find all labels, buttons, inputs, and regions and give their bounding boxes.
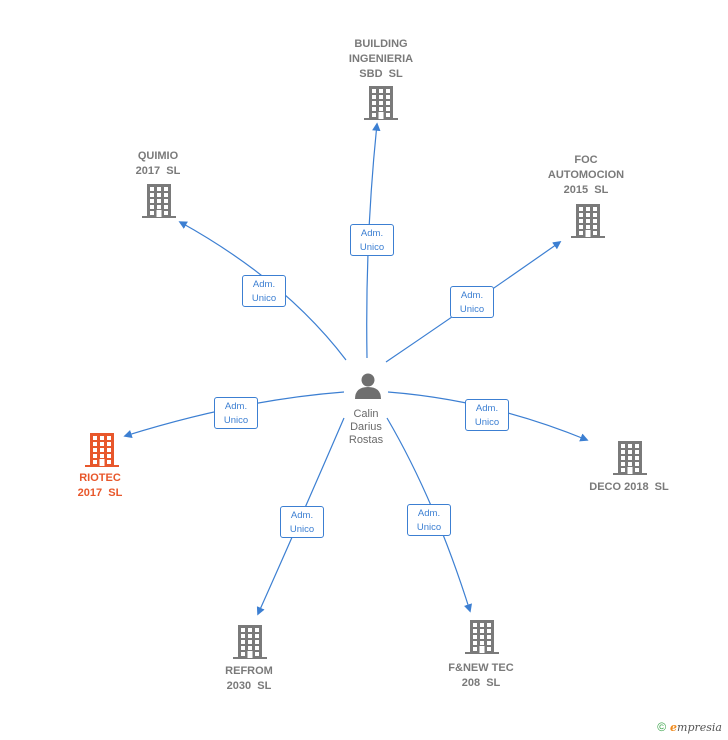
footer-brand: ©empresia [657,720,722,734]
relation-label: Adm. [460,290,484,301]
person-icon[interactable] [355,373,381,400]
company-label-quimio[interactable]: QUIMIO 2017 SL [136,149,181,179]
relation-badge-fnew[interactable]: Adm. Unico [407,504,451,536]
company-label-riotec[interactable]: RIOTEC 2017 SL [78,471,123,501]
person-name-label-line: Rostas [348,434,384,446]
relation-label: Unico [359,242,385,253]
company-label-building-line: INGENIERIA [348,53,414,65]
company-label-riotec-line: 2017 SL [77,487,123,499]
relation-badge-deco[interactable]: Adm. Unico [465,399,509,431]
company-label-building-line: SBD SL [359,68,403,80]
relation-badge-building[interactable]: Adm. Unico [350,224,394,256]
relation-badge-refrom[interactable]: Adm. Unico [280,506,324,538]
company-label-foc[interactable]: FOC AUTOMOCION 2015 SL [548,153,624,198]
building-icon[interactable] [571,204,605,238]
relation-label: Adm. [224,401,248,412]
relation-label: Unico [416,522,442,533]
relation-label: Unico [474,417,500,428]
company-label-building-line: BUILDING [354,38,408,50]
company-label-building[interactable]: BUILDING INGENIERIA SBD SL [349,37,413,82]
company-label-fnew[interactable]: F&NEW TEC 208 SL [448,661,513,691]
relation-badge-foc[interactable]: Adm. Unico [450,286,494,318]
company-label-deco[interactable]: DECO 2018 SL [589,480,668,495]
building-icon[interactable] [142,184,176,218]
company-label-quimio-line: 2017 SL [135,165,181,177]
building-icon[interactable] [465,620,499,654]
company-label-fnew-line: 208 SL [461,677,501,689]
relation-label: Adm. [290,510,314,521]
building-icon[interactable] [364,86,398,120]
company-label-refrom-line: 2030 SL [226,680,272,692]
relation-badge-quimio[interactable]: Adm. Unico [242,275,286,307]
relation-label: Unico [223,415,249,426]
company-label-fnew-line: F&NEW TEC [448,662,514,674]
relation-badge-riotec[interactable]: Adm. Unico [214,397,258,429]
relation-label: Adm. [360,228,384,239]
company-label-foc-line: AUTOMOCION [547,169,625,181]
person-name-label-line: Darius [350,421,382,433]
relation-label: Unico [251,293,277,304]
brand-logo: empresia [670,721,722,734]
relation-label: Unico [459,304,485,315]
person-name-label-line: Calin [353,408,379,420]
relation-label: Adm. [417,508,441,519]
company-label-foc-line: FOC [574,154,598,166]
company-label-deco-line: DECO 2018 SL [589,481,669,493]
company-label-riotec-line: RIOTEC [79,472,121,484]
company-label-refrom-line: REFROM [225,665,273,677]
building-icon[interactable] [85,433,119,467]
company-label-refrom[interactable]: REFROM 2030 SL [225,664,273,694]
company-label-quimio-line: QUIMIO [137,150,179,162]
relation-label: Adm. [475,403,499,414]
relation-label: Unico [289,524,315,535]
relation-label: Adm. [252,279,276,290]
building-icon[interactable] [613,441,647,475]
company-label-foc-line: 2015 SL [563,184,609,196]
copyright-icon: © [657,720,667,734]
building-icon[interactable] [233,625,267,659]
